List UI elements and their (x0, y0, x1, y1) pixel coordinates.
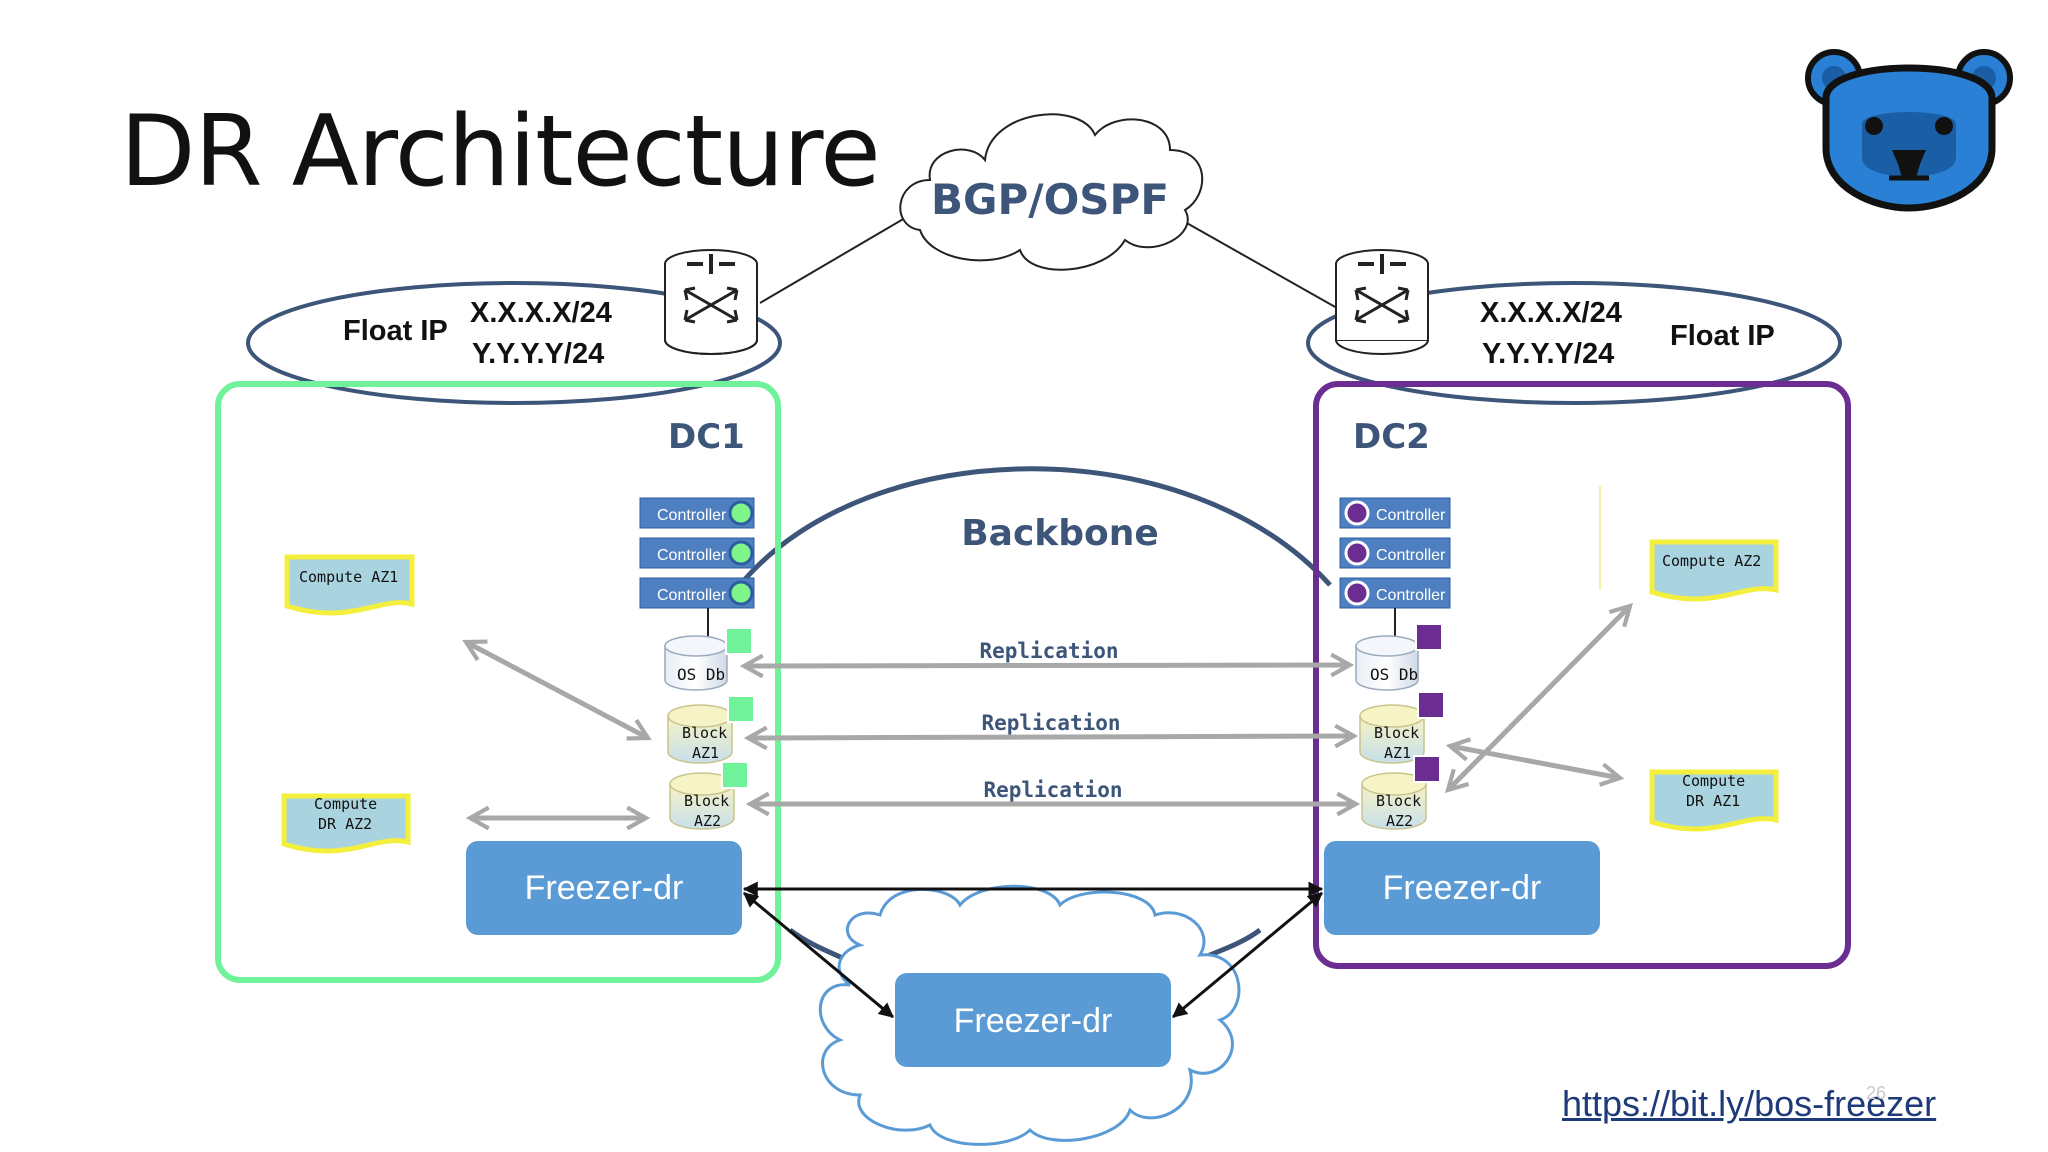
dc2-float-ip-label: Float IP (1670, 320, 1775, 352)
svg-text:DR AZ2: DR AZ2 (318, 815, 372, 833)
replication-label: Replication (979, 639, 1118, 663)
dc2-compute-az2-doc: Compute AZ2 (1649, 539, 1779, 602)
dc2-controller: Controller (1339, 537, 1451, 569)
dc1-compute-arrow (466, 642, 648, 738)
svg-text:AZ1: AZ1 (1384, 744, 1411, 762)
slide-title: DR Architecture (120, 95, 881, 209)
replication-arrow-block-az1 (748, 736, 1354, 738)
dc2-os-db-marker (1415, 623, 1443, 651)
dc1-compute-dr-az2-doc: Compute DR AZ2 (281, 793, 411, 854)
backbone-arc (738, 466, 1332, 587)
dc1-os-db-marker (725, 627, 753, 655)
svg-text:AZ2: AZ2 (694, 812, 721, 830)
svg-text:Controller: Controller (657, 547, 727, 564)
dc1-float-ip-ellipse (246, 281, 782, 405)
dc2-controller: Controller (1339, 497, 1451, 529)
dc1-float-ip-label: Float IP (343, 315, 448, 347)
svg-text:Controller: Controller (1376, 547, 1446, 564)
svg-text:Block: Block (684, 792, 729, 810)
dc1-controller: Controller (639, 537, 755, 569)
bgp-ospf-label: BGP/OSPF (931, 175, 1169, 224)
cloud-freezer-dr: Freezer-dr (895, 973, 1171, 1067)
dc2-block-az1-db: Block AZ1 (1359, 704, 1425, 764)
svg-text:DR AZ1: DR AZ1 (1686, 792, 1740, 810)
svg-text:Freezer-dr: Freezer-dr (1383, 869, 1542, 907)
dc1-controller: Controller (639, 497, 755, 529)
svg-text:AZ2: AZ2 (1386, 812, 1413, 830)
bgp-ospf-cloud: BGP/OSPF (899, 113, 1204, 271)
svg-text:Block: Block (1374, 724, 1419, 742)
dc2-os-db: OS Db (1355, 635, 1419, 691)
svg-text:Compute: Compute (1682, 772, 1745, 790)
svg-text:Compute AZ2: Compute AZ2 (1662, 552, 1761, 570)
dc1-block-az2-marker (721, 761, 749, 789)
page-number: 26 (1866, 1083, 1887, 1103)
dc1-label: DC1 (668, 417, 745, 457)
replication-arrow-osdb (744, 665, 1350, 666)
dc1-block-az1-marker (727, 695, 755, 723)
dc1-block-az1-db: Block AZ1 (667, 704, 733, 764)
dc1-freezer-dr: Freezer-dr (466, 841, 742, 935)
svg-text:Freezer-dr: Freezer-dr (525, 869, 684, 907)
dc2-block-az2-db: Block AZ2 (1361, 772, 1427, 830)
dc2-compute-dr-az1-doc: Compute DR AZ1 (1649, 769, 1779, 832)
dc1-compute-az1-doc: Compute AZ1 (284, 554, 415, 616)
bear-logo-icon (1805, 49, 2013, 212)
svg-text:AZ1: AZ1 (692, 744, 719, 762)
dc2-block-az2-marker (1413, 755, 1441, 783)
svg-text:Controller: Controller (1376, 587, 1446, 604)
router-icon (664, 249, 758, 355)
svg-text:Freezer-dr: Freezer-dr (954, 1002, 1113, 1040)
dc1-float-ip-1: X.X.X.X/24 (470, 297, 612, 329)
freezer-link-dc2-cloud (1172, 891, 1323, 1019)
dc1-container (215, 381, 781, 983)
dc2-block-az1-marker (1417, 691, 1445, 719)
link-router2-cloud (1184, 221, 1338, 309)
svg-text:Controller: Controller (657, 587, 727, 604)
svg-text:Block: Block (1376, 792, 1421, 810)
dc2-float-ip-2: Y.Y.Y.Y/24 (1482, 338, 1614, 370)
svg-text:Controller: Controller (1376, 507, 1446, 524)
replication-label: Replication (981, 711, 1120, 735)
dc2-float-ip-ellipse (1306, 281, 1842, 405)
dc2-label: DC2 (1353, 417, 1430, 457)
backbone-label: Backbone (961, 513, 1159, 554)
router-icon (1335, 249, 1429, 355)
svg-text:Compute AZ1: Compute AZ1 (299, 568, 398, 586)
svg-text:OS Db: OS Db (1370, 665, 1418, 684)
svg-text:OS Db: OS Db (677, 665, 725, 684)
link-router1-cloud (759, 217, 906, 304)
dc2-controller: Controller (1339, 577, 1451, 609)
dc2-freezer-dr: Freezer-dr (1324, 841, 1600, 935)
replication-label: Replication (983, 778, 1122, 802)
svg-text:Controller: Controller (657, 507, 727, 524)
svg-text:Compute: Compute (314, 795, 377, 813)
dc1-os-db: OS Db (664, 635, 728, 691)
dc1-controller: Controller (639, 577, 755, 609)
svg-text:Block: Block (682, 724, 727, 742)
dc1-float-ip-2: Y.Y.Y.Y/24 (472, 338, 604, 370)
bit-ly-link[interactable]: https://bit.ly/bos-freezer (1562, 1083, 1937, 1124)
dc2-float-ip-1: X.X.X.X/24 (1480, 297, 1622, 329)
freezer-link-dc1-cloud (743, 891, 894, 1019)
dc1-block-az2-db: Block AZ2 (669, 772, 735, 830)
dc2-compute-dr-arrow (1450, 746, 1620, 778)
